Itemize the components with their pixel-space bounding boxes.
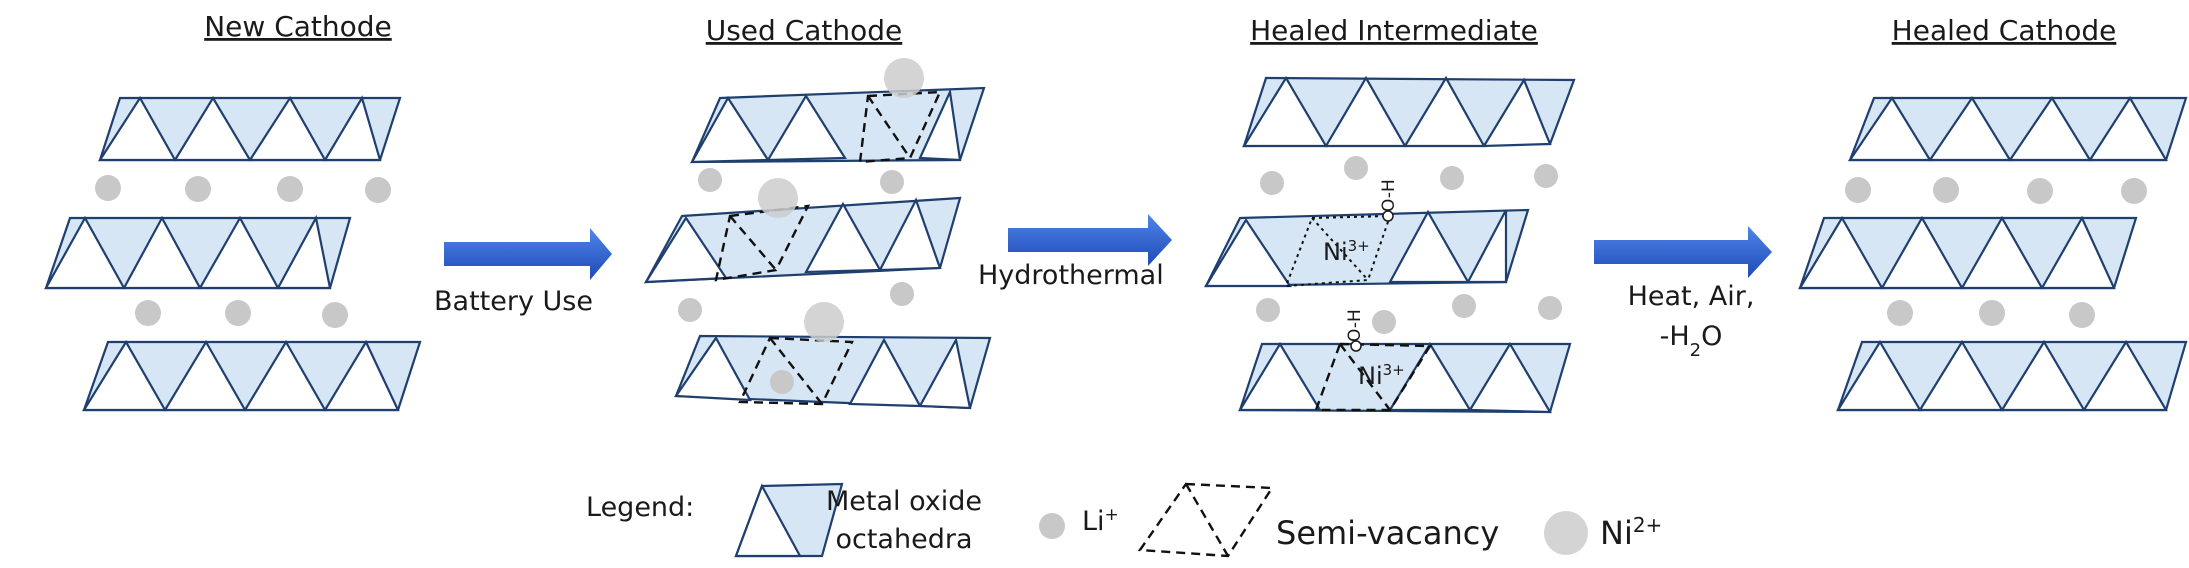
arrow-heat-air [1594, 226, 1772, 278]
semi-vacancy [738, 336, 854, 406]
li-ion [1534, 164, 1558, 188]
octahedra-layer [97, 95, 402, 162]
li-ion [1372, 310, 1396, 334]
stage-healed-cathode [1798, 95, 2188, 412]
li-ion [698, 168, 722, 192]
legend-title: Legend: [586, 492, 694, 523]
legend: Legend: Metal oxide octahedra Li+ Semi-v… [586, 482, 1662, 558]
octahedra-layer [1204, 208, 1530, 288]
li-ion [95, 175, 121, 201]
arrow-battery-use [444, 228, 612, 280]
li-ion [2069, 302, 2095, 328]
legend-octahedra-line2: octahedra [835, 524, 972, 555]
stage-used-cathode [643, 58, 992, 410]
li-ion [1440, 166, 1464, 190]
octahedra-layer [1242, 75, 1576, 148]
li-ion [1256, 298, 1280, 322]
arrow-hydrothermal [1008, 214, 1172, 266]
li-ion [770, 370, 794, 394]
octahedra-layer [1238, 341, 1572, 414]
oh-label: O-H [1379, 179, 1399, 212]
li-ion [880, 170, 904, 194]
octahedra-layer [44, 214, 352, 290]
octahedra-layer [82, 339, 422, 412]
legend-semivacancy-label: Semi-vacancy [1276, 514, 1499, 552]
ni3-label: Ni3+ [1323, 237, 1370, 266]
legend-ni2-label: Ni2+ [1600, 513, 1662, 552]
label-heat-air: Heat, Air, [1628, 281, 1755, 312]
octahedra-layer [1836, 339, 2188, 412]
octahedra-layer [673, 334, 992, 410]
li-ion [890, 282, 914, 306]
li-ion [1538, 296, 1562, 320]
li-ion [1979, 300, 2005, 326]
ni2-ion [758, 178, 798, 218]
label-minus-h2o: -H2O [1660, 321, 1723, 361]
title-used-cathode: Used Cathode [706, 14, 903, 47]
li-ion [2027, 178, 2053, 204]
title-healed-intermediate: Healed Intermediate [1250, 14, 1538, 47]
octahedra-layer [1798, 215, 2138, 290]
li-ion [1845, 177, 1871, 203]
label-battery-use: Battery Use [434, 286, 593, 317]
oh-label: O-H [1345, 309, 1365, 342]
ni3-label: Ni3+ [1358, 361, 1405, 390]
legend-li-label: Li+ [1082, 505, 1119, 537]
title-healed-cathode: Healed Cathode [1892, 14, 2117, 47]
octahedra-layer [643, 196, 962, 284]
label-hydrothermal: Hydrothermal [978, 260, 1164, 291]
li-ion [225, 300, 251, 326]
stage-healed-intermediate [1204, 75, 1576, 414]
semi-vacancy [1284, 214, 1392, 288]
li-ion [322, 302, 348, 328]
legend-li-icon [1039, 513, 1065, 539]
li-ion [277, 176, 303, 202]
li-ion [185, 176, 211, 202]
ni2-ion [884, 58, 924, 98]
li-ion [1344, 156, 1368, 180]
legend-semivacancy-icon [1137, 482, 1275, 558]
li-ion [135, 300, 161, 326]
li-ion [365, 177, 391, 203]
li-ion [1933, 177, 1959, 203]
oh-anchor [1350, 340, 1362, 352]
stage-new-cathode [44, 95, 422, 412]
legend-octahedra-line1: Metal oxide [826, 486, 982, 517]
semi-vacancy [1314, 342, 1433, 412]
legend-octahedra-icon [734, 482, 844, 558]
legend-ni2-icon [1544, 511, 1588, 555]
li-ion [2121, 178, 2147, 204]
li-ion [1452, 294, 1476, 318]
octahedra-layer [690, 86, 986, 164]
oh-anchor [1382, 210, 1394, 222]
title-new-cathode: New Cathode [204, 10, 392, 43]
li-ion [1260, 171, 1284, 195]
ni2-ion [804, 302, 844, 342]
li-ion [1887, 300, 1913, 326]
li-ion [678, 298, 702, 322]
octahedra-layer [1847, 95, 2188, 162]
